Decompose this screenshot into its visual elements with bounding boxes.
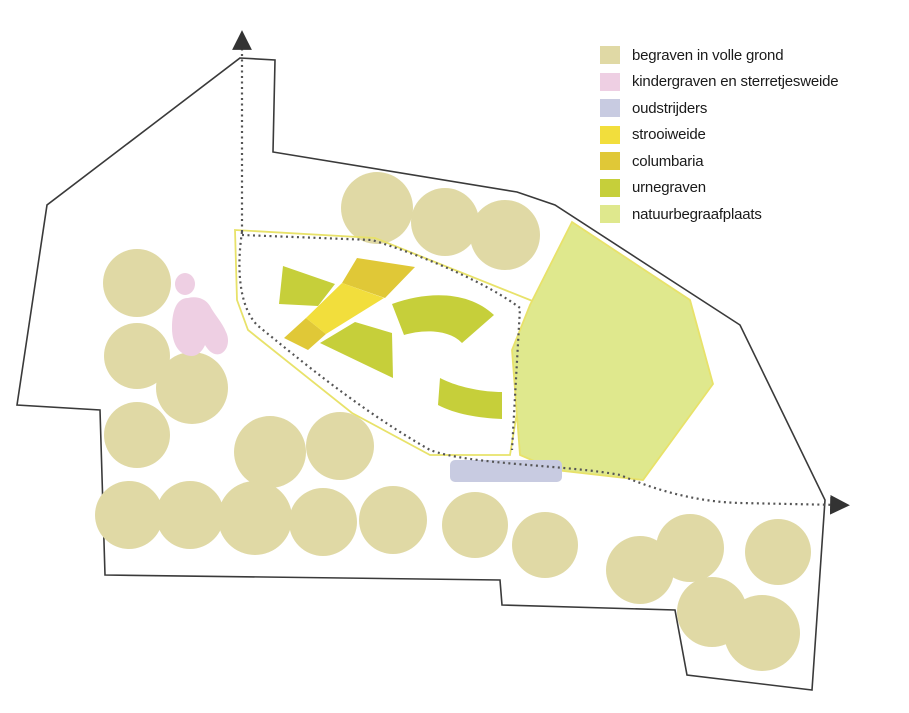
walking-paths	[232, 30, 850, 515]
full-ground-burial-areas	[95, 172, 811, 671]
burial-circle	[156, 481, 224, 549]
legend-swatch	[600, 46, 620, 65]
legend-swatch	[600, 99, 620, 118]
site-boundary	[16, 57, 826, 691]
walking-path-inner	[241, 233, 522, 451]
burial-circle	[104, 402, 170, 468]
natural-burial-area	[511, 220, 714, 481]
legend-label: begraven in volle grond	[632, 46, 784, 64]
burial-circle	[289, 488, 357, 556]
burial-circle	[103, 249, 171, 317]
childrens-graves-area	[172, 273, 228, 356]
scattering-meadow-area	[306, 283, 384, 334]
legend-label: kindergraven en sterretjesweide	[632, 73, 839, 91]
legend-swatch	[600, 152, 620, 171]
childrens-graves-shape	[175, 273, 195, 295]
legend-item-natuurbegraafplaats: natuurbegraafplaats	[600, 201, 900, 228]
burial-circle	[411, 188, 479, 256]
legend-swatch	[600, 125, 620, 144]
veterans-plot	[450, 460, 562, 482]
burial-circle	[724, 595, 800, 671]
legend-item-urnegraven: urnegraven	[600, 175, 900, 202]
urn-graves-areas	[279, 266, 502, 419]
columbaria-areas	[284, 258, 415, 350]
burial-circle	[745, 519, 811, 585]
burial-circle	[359, 486, 427, 554]
columbaria-area	[284, 318, 326, 350]
burial-circle	[234, 416, 306, 488]
legend-item-columbaria: columbaria	[600, 148, 900, 175]
legend-item-begraven: begraven in volle grond	[600, 42, 900, 69]
urn-zone-border	[234, 229, 537, 456]
legend: begraven in volle grond kindergraven en s…	[600, 42, 900, 228]
burial-circle	[470, 200, 540, 270]
urn-graves-area	[279, 266, 335, 306]
urn-graves-area	[392, 295, 494, 343]
burial-circle	[656, 514, 724, 582]
urn-graves-area	[320, 322, 393, 378]
legend-swatch	[600, 72, 620, 91]
burial-circle	[95, 481, 163, 549]
legend-label: urnegraven	[632, 179, 706, 197]
legend-label: strooiweide	[632, 126, 706, 144]
legend-label: oudstrijders	[632, 99, 708, 117]
childrens-graves-shape	[172, 297, 228, 356]
burial-circle	[341, 172, 413, 244]
burial-circle	[512, 512, 578, 578]
legend-swatch	[600, 178, 620, 197]
legend-item-kindergraven: kindergraven en sterretjesweide	[600, 69, 900, 96]
columbaria-area	[342, 258, 415, 298]
legend-label: natuurbegraafplaats	[632, 205, 762, 223]
legend-item-oudstrijders: oudstrijders	[600, 95, 900, 122]
burial-circle	[442, 492, 508, 558]
legend-swatch	[600, 205, 620, 224]
burial-circle	[218, 481, 292, 555]
burial-circle	[306, 412, 374, 480]
burial-circle	[104, 323, 170, 389]
legend-item-strooiweide: strooiweide	[600, 122, 900, 149]
legend-label: columbaria	[632, 152, 704, 170]
burial-circle	[156, 352, 228, 424]
urn-graves-area	[438, 378, 502, 419]
walking-path-loop	[238, 231, 850, 515]
